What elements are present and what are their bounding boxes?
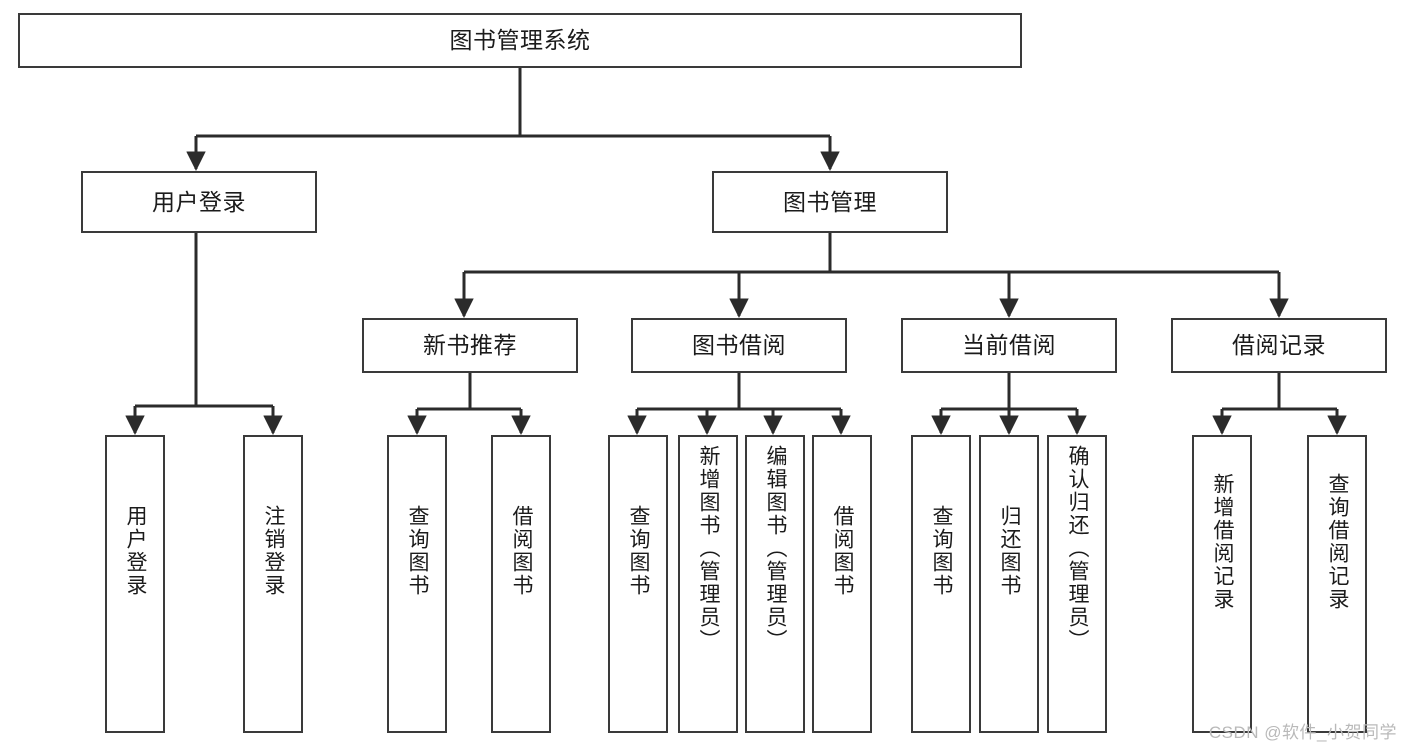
node-leaf-query-book-2[interactable]: 查询图书 [608, 435, 668, 733]
node-root-system[interactable]: 图书管理系统 [18, 13, 1022, 68]
node-leaf-query-book-1-label: 查询图书 [406, 505, 430, 597]
node-leaf-confirm-return[interactable]: 确认归还（管理员） [1047, 435, 1107, 733]
node-leaf-user-logout[interactable]: 注销登录 [243, 435, 303, 733]
node-leaf-edit-book-label: 编辑图书（管理员） [764, 445, 788, 652]
node-leaf-query-book-3-label: 查询图书 [930, 505, 954, 597]
node-leaf-return-book[interactable]: 归还图书 [979, 435, 1039, 733]
node-leaf-add-book-label: 新增图书（管理员） [697, 445, 721, 652]
node-leaf-add-record-label: 新增借阅记录 [1211, 473, 1235, 611]
node-leaf-query-book-1[interactable]: 查询图书 [387, 435, 447, 733]
node-leaf-query-record[interactable]: 查询借阅记录 [1307, 435, 1367, 733]
node-leaf-user-login-label: 用户登录 [124, 505, 148, 597]
node-leaf-user-logout-label: 注销登录 [262, 505, 286, 597]
node-book-manage-label: 图书管理 [783, 188, 877, 215]
node-leaf-confirm-return-label: 确认归还（管理员） [1066, 445, 1090, 652]
node-user-login-label: 用户登录 [152, 188, 246, 215]
node-new-book-recommend-label: 新书推荐 [423, 332, 517, 359]
node-leaf-add-book[interactable]: 新增图书（管理员） [678, 435, 738, 733]
node-book-manage[interactable]: 图书管理 [712, 171, 948, 233]
node-leaf-return-book-label: 归还图书 [998, 505, 1022, 597]
node-leaf-query-book-3[interactable]: 查询图书 [911, 435, 971, 733]
node-leaf-borrow-book-2[interactable]: 借阅图书 [812, 435, 872, 733]
csdn-watermark: CSDN @软件_小贺同学 [1208, 723, 1397, 742]
node-book-borrow-label: 图书借阅 [692, 332, 786, 359]
node-user-login[interactable]: 用户登录 [81, 171, 317, 233]
node-borrow-record[interactable]: 借阅记录 [1171, 318, 1387, 373]
node-current-borrow-label: 当前借阅 [962, 332, 1056, 359]
node-leaf-edit-book[interactable]: 编辑图书（管理员） [745, 435, 805, 733]
node-leaf-query-record-label: 查询借阅记录 [1326, 473, 1350, 611]
node-leaf-add-record[interactable]: 新增借阅记录 [1192, 435, 1252, 733]
node-leaf-borrow-book-1[interactable]: 借阅图书 [491, 435, 551, 733]
node-leaf-user-login[interactable]: 用户登录 [105, 435, 165, 733]
node-leaf-borrow-book-1-label: 借阅图书 [510, 505, 534, 597]
node-current-borrow[interactable]: 当前借阅 [901, 318, 1117, 373]
node-new-book-recommend[interactable]: 新书推荐 [362, 318, 578, 373]
node-book-borrow[interactable]: 图书借阅 [631, 318, 847, 373]
node-borrow-record-label: 借阅记录 [1232, 332, 1326, 359]
node-root-system-label: 图书管理系统 [449, 27, 591, 54]
node-leaf-query-book-2-label: 查询图书 [627, 505, 651, 597]
node-leaf-borrow-book-2-label: 借阅图书 [831, 505, 855, 597]
